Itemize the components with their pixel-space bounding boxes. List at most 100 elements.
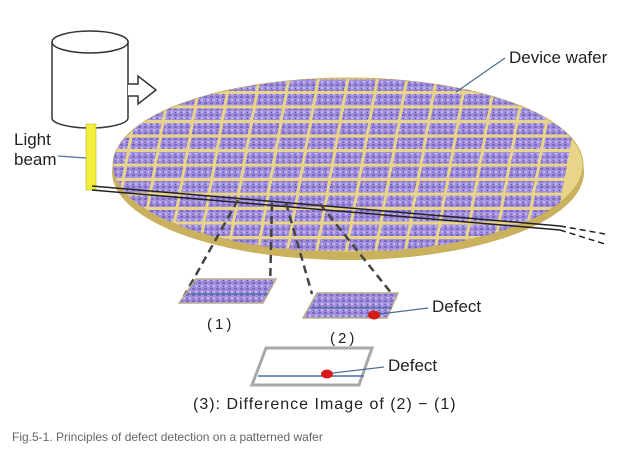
wafer-die bbox=[395, 137, 425, 149]
wafer-die bbox=[341, 108, 371, 120]
wafer-die bbox=[226, 94, 256, 106]
wafer-die bbox=[277, 137, 307, 149]
wafer-die bbox=[486, 123, 516, 135]
device-wafer-label: Device wafer bbox=[509, 48, 608, 67]
wafer-die bbox=[518, 108, 548, 120]
wafer-die bbox=[409, 224, 439, 236]
wafer-die bbox=[164, 108, 194, 120]
light-label-line2: beam bbox=[14, 150, 57, 169]
defect-marker-3 bbox=[321, 369, 333, 379]
wafer-die bbox=[537, 166, 567, 178]
wafer-die bbox=[291, 224, 321, 236]
wafer-die bbox=[213, 166, 243, 178]
device-wafer bbox=[112, 77, 584, 260]
wafer-die bbox=[513, 137, 543, 149]
wafer-die bbox=[414, 195, 444, 207]
patch-1-label: (1) bbox=[207, 316, 235, 333]
wafer-die bbox=[500, 210, 530, 222]
wafer-die bbox=[481, 152, 511, 164]
wafer-die bbox=[287, 79, 317, 91]
wafer-die bbox=[371, 108, 401, 120]
wafer-die bbox=[272, 166, 302, 178]
wafer-die bbox=[267, 195, 297, 207]
wafer-die bbox=[427, 123, 457, 135]
wafer-die bbox=[363, 152, 393, 164]
wafer-die bbox=[336, 137, 366, 149]
wafer-die bbox=[476, 181, 506, 193]
wafer-die bbox=[360, 166, 390, 178]
wafer-die bbox=[352, 210, 383, 222]
wafer-die bbox=[441, 210, 471, 222]
wafer-die bbox=[355, 195, 385, 207]
wafer-die bbox=[387, 181, 417, 193]
wafer-die bbox=[113, 137, 130, 149]
wafer-die bbox=[419, 166, 449, 178]
defect-marker-2 bbox=[368, 310, 380, 320]
light-beam-label: Light beam bbox=[14, 130, 57, 170]
wafer-die bbox=[285, 94, 315, 106]
wafer-die bbox=[188, 137, 219, 149]
light-beam bbox=[85, 123, 97, 191]
wafer-die bbox=[535, 181, 565, 193]
wafer-die bbox=[282, 108, 312, 120]
wafer-die bbox=[242, 166, 272, 178]
wafer-die bbox=[548, 108, 578, 120]
wafer-die bbox=[377, 239, 407, 251]
wafer-die bbox=[392, 152, 422, 164]
wafer-die bbox=[494, 79, 524, 91]
difference-image-label: (3): Difference Image of (2) − (1) bbox=[193, 396, 457, 413]
wafer-die bbox=[405, 79, 435, 91]
wafer-die bbox=[489, 108, 519, 120]
wafer-die bbox=[232, 224, 262, 236]
figure-caption: Fig.5-1. Principles of defect detection … bbox=[12, 430, 323, 444]
wafer-die bbox=[524, 239, 554, 251]
patch-2 bbox=[301, 292, 429, 320]
wafer-die bbox=[127, 152, 157, 164]
wafer-die bbox=[449, 166, 479, 178]
wafer-die bbox=[293, 210, 324, 222]
defect-label-3: Defect bbox=[388, 356, 438, 375]
wafer-die bbox=[483, 137, 514, 149]
wafer-die bbox=[304, 152, 334, 164]
wafer-die bbox=[306, 137, 337, 149]
wafer-die bbox=[261, 224, 291, 236]
wafer-die bbox=[245, 152, 275, 164]
wafer-die bbox=[508, 166, 538, 178]
wafer-die bbox=[523, 79, 553, 91]
wafer-die bbox=[170, 239, 200, 251]
scan-lines bbox=[91, 185, 606, 245]
wafer-die bbox=[542, 137, 573, 149]
wafer-die bbox=[365, 137, 396, 149]
wafer-die bbox=[113, 239, 141, 251]
wafer-die bbox=[328, 181, 358, 193]
wafer-die bbox=[318, 239, 348, 251]
wafer-die bbox=[379, 224, 409, 236]
wafer-die bbox=[376, 79, 406, 91]
wafer-die bbox=[314, 94, 344, 106]
wafer-die bbox=[309, 123, 339, 135]
wafer-die bbox=[175, 210, 206, 222]
device-wafer-callout bbox=[455, 57, 506, 93]
wafer-die bbox=[199, 79, 229, 91]
wafer-die bbox=[385, 195, 415, 207]
wafer-die bbox=[162, 123, 192, 135]
wafer-die bbox=[540, 152, 570, 164]
wafer-die bbox=[124, 166, 154, 178]
wafer-die bbox=[350, 224, 380, 236]
wafer-die bbox=[223, 108, 253, 120]
wafer-die bbox=[320, 224, 350, 236]
wafer-die bbox=[151, 181, 181, 193]
wafer-die bbox=[218, 137, 248, 149]
wafer-die bbox=[194, 108, 224, 120]
wafer-die bbox=[191, 123, 221, 135]
wafer-die bbox=[215, 152, 245, 164]
wafer-die bbox=[398, 123, 428, 135]
wafer-die bbox=[113, 152, 127, 164]
wafer-die bbox=[317, 79, 347, 91]
wafer-die bbox=[368, 123, 398, 135]
wafer-die bbox=[373, 94, 403, 106]
wafer-die bbox=[459, 108, 489, 120]
wafer-die bbox=[159, 137, 189, 149]
wafer-die bbox=[156, 152, 186, 164]
